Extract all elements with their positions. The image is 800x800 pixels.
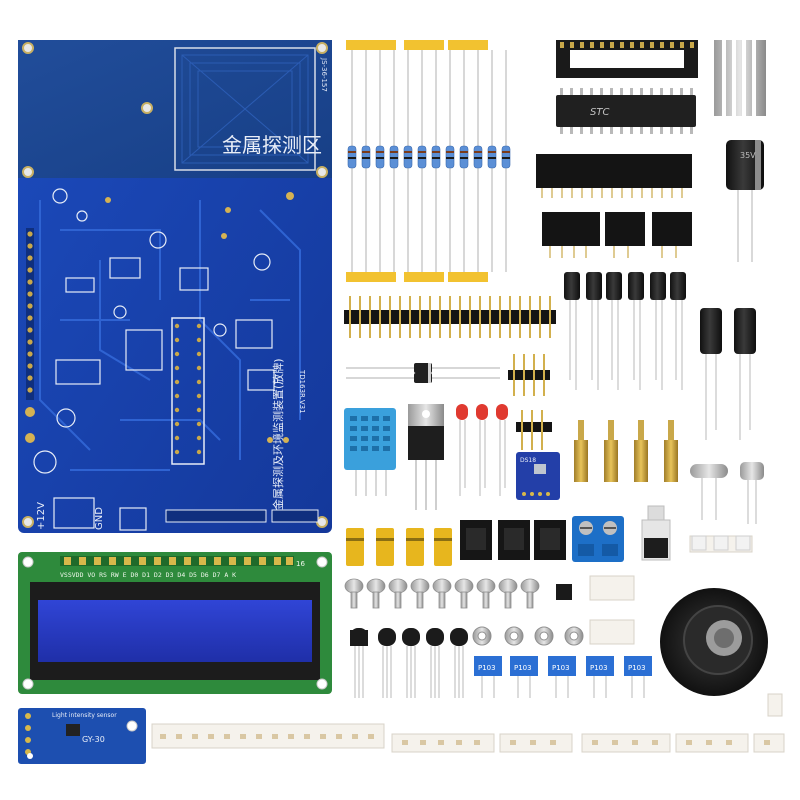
light-sensor-hole [126, 720, 138, 732]
mcu-brand: STC [590, 107, 609, 118]
lcd-pin-number: 16 [296, 560, 305, 568]
gnd-label: GND [94, 507, 105, 530]
pcb-traces [39, 200, 301, 471]
mcu-chip: STC [556, 88, 696, 134]
temp-sensor-breakout: DS18 [516, 452, 560, 500]
transistors [350, 628, 468, 698]
capacitor-rating: 35V [740, 151, 756, 160]
trimpot-label-2: P103 [514, 664, 532, 672]
hex-nuts [472, 626, 584, 646]
pcb-title-label: 金属探测及环境监测装置(放牌) [271, 358, 285, 510]
electrolytic-capacitor-large: 35V [726, 140, 764, 262]
small-smd-chip [556, 584, 572, 600]
red-leds [456, 404, 508, 496]
trimpot-label-5: P103 [628, 664, 646, 672]
coil-frame [174, 47, 316, 171]
male-pin-header [344, 296, 556, 450]
light-sensor-header: Light intensity sensor [52, 712, 117, 719]
power-label: +12V [36, 502, 47, 530]
voltage-regulator [408, 404, 444, 510]
microphone-capsule [740, 462, 764, 524]
light-sensor-chip [66, 724, 80, 736]
screws [344, 578, 540, 609]
screw-terminal [572, 516, 624, 562]
electrolytic-capacitors-small [564, 272, 756, 440]
female-headers [536, 154, 692, 258]
pcb-footprints [33, 188, 275, 474]
resistors-top [346, 40, 511, 282]
heatsink [714, 40, 766, 116]
trimmer-potentiometers: P103 P103 P103 P103 P103 [474, 656, 652, 698]
trimpot-label-1: P103 [478, 664, 496, 672]
trimpot-label-3: P103 [552, 664, 570, 672]
sensor-zone-label: 金属探测区 [222, 133, 322, 157]
lcd-header-pins [64, 557, 293, 565]
main-pcb: 金属探测区 JS-36-157 [18, 40, 332, 533]
lcd-header-strip [60, 556, 294, 566]
light-sensor-pcb [18, 708, 146, 764]
pcb-bottom-connectors [53, 497, 319, 531]
lcd-mount-holes [22, 556, 328, 690]
speaker [660, 588, 768, 696]
brass-standoffs [574, 420, 678, 482]
dht11-sensor [344, 408, 396, 496]
diodes [346, 363, 500, 383]
coil-traces [181, 54, 309, 164]
breakout-label: DS18 [520, 457, 536, 464]
yellow-capacitors [346, 528, 452, 566]
pcb-pads [25, 192, 294, 443]
crystal-oscillator [690, 464, 728, 520]
lcd-pin-labels: VSSVDD VO RS RW E D0 D1 D2 D3 D4 D5 D6 D… [60, 571, 236, 579]
light-sensor-pins [25, 713, 31, 755]
resistor-tape [346, 40, 396, 50]
pcb-mcu-footprint [171, 317, 205, 465]
board-code-label: JS-36-157 [320, 57, 328, 92]
lcd-screen [38, 600, 312, 662]
push-switch [641, 505, 671, 561]
trimpot-label-4: P103 [590, 664, 608, 672]
lcd-module: 16 VSSVDD VO RS RW E D0 D1 D2 D3 D4 D5 D… [18, 552, 332, 694]
light-sensor-model: GY-30 [82, 735, 105, 744]
dip-ic-sockets [460, 520, 566, 560]
ic-socket [556, 40, 698, 78]
pcb-model-label: TD163R.V31 [298, 369, 306, 414]
pcb-left-header [26, 228, 34, 400]
light-sensor-module: Light intensity sensor GY-30 [18, 708, 146, 764]
smd-parts [691, 535, 751, 551]
